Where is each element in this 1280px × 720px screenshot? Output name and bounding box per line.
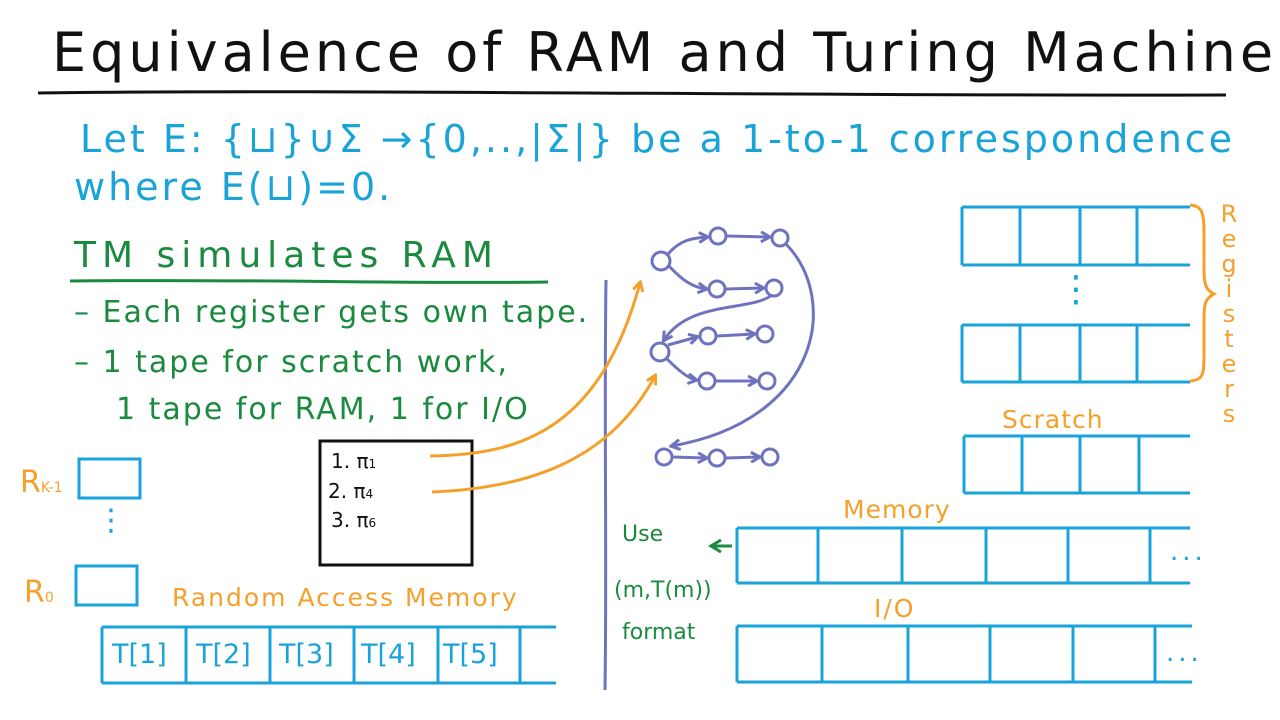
ram-cell-label: T[1] — [112, 639, 167, 670]
program-line-2: 2. π4 — [328, 481, 373, 501]
state-node — [698, 326, 718, 346]
register-subscript: 0 — [44, 590, 54, 606]
register-label-top: RK-1 — [20, 468, 63, 498]
registers-label-letter: s — [1222, 400, 1236, 428]
program-instruction: π — [353, 479, 366, 503]
registers-label-letter: e — [1221, 350, 1237, 378]
program-subscript: 1 — [368, 457, 377, 471]
state-node — [764, 278, 784, 298]
ram-memory-label: Random Access Memory — [172, 583, 519, 612]
program-subscript: 4 — [365, 487, 374, 501]
register-letter: R — [24, 575, 45, 610]
arrow-line-2 — [431, 376, 655, 494]
register-dots: ⋮ — [96, 503, 126, 538]
io-label: I/O — [874, 594, 916, 623]
register-box-top — [77, 457, 142, 500]
use-format-line-2: (m,T(m)) — [614, 578, 712, 603]
program-line-number: 3. — [331, 508, 351, 532]
register-tape-1 — [960, 205, 1190, 267]
ram-cell-label: T[5] — [443, 639, 498, 670]
program-box — [318, 439, 474, 567]
intro-line-2: where E(⊔)=0. — [74, 165, 394, 209]
use-format-line-1: Use — [622, 522, 664, 547]
registers-label-letter: r — [1224, 375, 1234, 403]
section-heading: TM simulates RAM — [74, 235, 499, 276]
memory-ellipsis: ... — [1170, 537, 1207, 567]
registers-brace — [1189, 203, 1218, 383]
tm-item-1: – Each register gets own tape. — [74, 295, 590, 330]
ram-cell-label: T[3] — [279, 639, 334, 670]
registers-label-letter: g — [1221, 250, 1237, 278]
state-node — [770, 228, 790, 248]
state-node — [707, 448, 727, 468]
memory-tape — [735, 526, 1190, 585]
register-box-bottom — [74, 564, 139, 607]
state-node — [707, 279, 727, 299]
state-node — [708, 226, 728, 246]
registers-label-letter: i — [1225, 275, 1233, 303]
state-node — [650, 250, 672, 272]
io-tape — [735, 624, 1192, 684]
program-instruction: π — [356, 508, 369, 532]
ram-cell-label: T[2] — [196, 639, 251, 670]
program-line-3: 3. π6 — [331, 510, 376, 530]
scratch-label: Scratch — [1002, 405, 1104, 434]
program-line-1: 1. π1 — [331, 451, 376, 471]
state-node — [649, 341, 671, 363]
program-subscript: 6 — [368, 516, 377, 530]
program-line-number: 2. — [328, 479, 348, 503]
tm-item-2: – 1 tape for scratch work, — [74, 345, 509, 380]
use-format-line-3: format — [622, 620, 696, 645]
tm-item-3: 1 tape for RAM, 1 for I/O — [116, 392, 530, 427]
registers-dots: ⋮ — [1058, 269, 1094, 310]
register-subscript: K-1 — [40, 480, 63, 496]
state-node — [757, 371, 777, 391]
section-underline — [69, 279, 549, 284]
state-node — [755, 324, 775, 344]
title-underline — [37, 90, 1227, 97]
ram-cell-label: T[4] — [361, 639, 416, 670]
register-label-bottom: R0 — [24, 578, 54, 608]
registers-label-letter: e — [1221, 225, 1237, 253]
registers-label-letter: t — [1224, 325, 1234, 353]
program-line-number: 1. — [331, 449, 351, 473]
divider-line — [603, 279, 608, 691]
program-instruction: π — [356, 449, 369, 473]
ram-tape — [100, 625, 556, 685]
state-node — [697, 371, 717, 391]
state-diagram — [649, 226, 815, 468]
arrow-line-1 — [429, 283, 640, 458]
registers-label-letter: s — [1222, 300, 1236, 328]
io-ellipsis: ... — [1166, 638, 1203, 668]
memory-label: Memory — [843, 495, 951, 524]
register-tape-2 — [960, 323, 1190, 384]
scratch-tape — [962, 434, 1190, 495]
registers-label-letter: R — [1220, 200, 1238, 228]
register-letter: R — [20, 465, 41, 500]
intro-line-1: Let E: {⊔}∪Σ →{0,..,|Σ|} be a 1-to-1 cor… — [80, 117, 1236, 161]
page-title: Equivalence of RAM and Turing Machines — [52, 21, 1280, 84]
state-node — [760, 447, 780, 467]
state-node — [654, 447, 674, 467]
